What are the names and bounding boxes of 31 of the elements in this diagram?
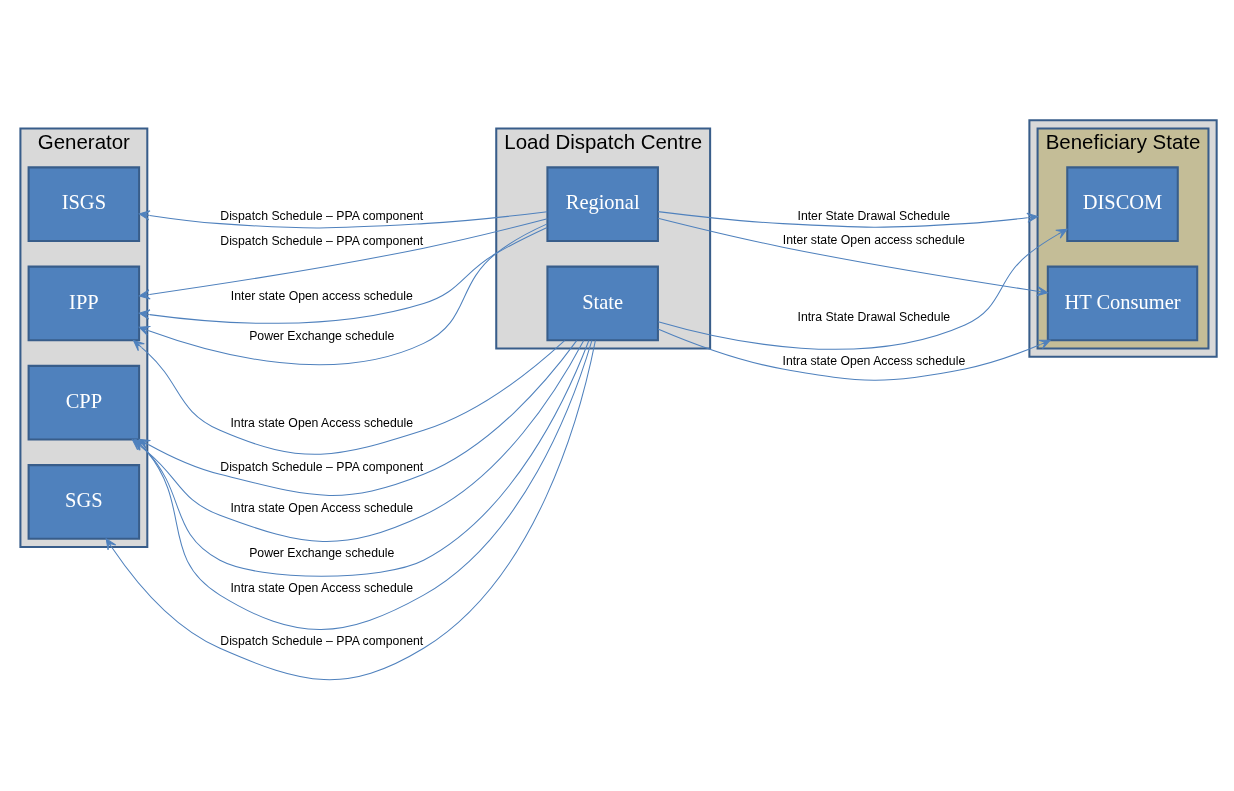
edge-label: Inter State Drawal Schedule [797, 208, 951, 223]
node-box: State [546, 265, 659, 341]
arrow [138, 222, 548, 365]
arrow [138, 209, 548, 228]
edge-label: Dispatch Schedule – PPA component [220, 233, 424, 248]
node-box: DISCOM [1066, 165, 1179, 242]
arrow [105, 339, 596, 680]
node-box: IPP [27, 265, 141, 341]
edge-label: Intra state Open Access schedule [230, 580, 414, 595]
arrow [138, 226, 548, 324]
node-box: Regional [546, 165, 659, 242]
edge-label: Intra state Open Access schedule [782, 353, 966, 368]
arrow [657, 327, 1051, 381]
edge-label: Power Exchange schedule [249, 545, 395, 560]
arrow [657, 210, 1039, 228]
edge-label: Intra state Open Access schedule [230, 415, 414, 430]
edge-label: Intra State Drawal Schedule [797, 309, 951, 324]
arrow [657, 228, 1068, 350]
edge-label: Inter state Open access schedule [230, 288, 413, 303]
edge-label: Dispatch Schedule – PPA component [220, 459, 424, 474]
edge-label: Dispatch Schedule – PPA component [220, 633, 424, 648]
node-box: CPP [27, 364, 141, 441]
arrow [138, 217, 548, 300]
edge-label: Inter state Open access schedule [782, 232, 965, 247]
edge-label: Power Exchange schedule [249, 328, 395, 343]
node-box: ISGS [27, 165, 141, 242]
node-box: HT Consumer [1046, 265, 1199, 341]
edge-label: Dispatch Schedule – PPA component [220, 208, 424, 223]
edge-label: Intra state Open Access schedule [230, 500, 414, 515]
node-box: SGS [27, 463, 141, 540]
arrow [657, 217, 1049, 296]
